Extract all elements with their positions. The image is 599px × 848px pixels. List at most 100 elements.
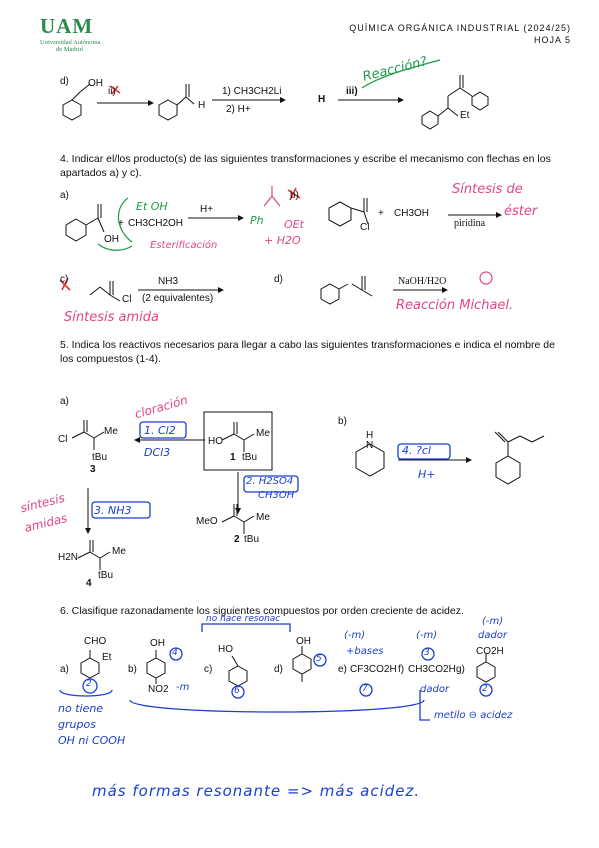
c4-me: Me (112, 546, 126, 557)
q4b-label: b) (290, 190, 299, 201)
compound-4-structure (77, 540, 111, 570)
q6b-rank: 4 (172, 648, 178, 658)
step-3: 3. NH3 (94, 504, 132, 517)
cyclohexanecarbonyl-chloride (328, 198, 369, 227)
c1-ho: HO (208, 436, 223, 447)
step-2b: CH3OH (258, 490, 295, 501)
q4b-note1: Síntesis de (452, 182, 523, 197)
piperidine-h: H (366, 430, 374, 441)
compound-3-structure (71, 420, 105, 450)
c1-tbu: tBu (242, 452, 258, 463)
q6d-top: OH (296, 636, 311, 647)
q4b-alcohol: CH3OH (394, 208, 430, 219)
c4-tbu: tBu (98, 570, 114, 581)
c3-tbu: tBu (92, 452, 108, 463)
reagent-2: 2) H+ (226, 104, 251, 115)
q4c-cl: Cl (122, 294, 132, 305)
q6c-top: HO (218, 644, 233, 655)
q6g-rank: 2 (482, 684, 488, 694)
q6b-label: b) (128, 664, 137, 675)
q6d-label: d) (274, 664, 283, 675)
reagent-1: 1) CH3CH2Li (222, 86, 282, 97)
page-header: QUÍMICA ORGÁNICA INDUSTRIAL (2024/25) HO… (349, 22, 571, 46)
compound-g-ring (476, 654, 496, 683)
q4a-water: + H2O (264, 234, 301, 247)
note-no-tiene-1: no tiene (58, 702, 104, 715)
step-1b: DCl3 (144, 446, 171, 459)
q4b-plus: + (378, 208, 384, 219)
q6b-side: NO2 (148, 684, 169, 695)
step-iii-label: iii) (346, 86, 358, 97)
q4a-catalyst: H+ (200, 204, 214, 215)
product-et: Et (460, 110, 470, 121)
q4a-product-oet: OEt (284, 218, 304, 231)
propanoyl-chloride (89, 281, 121, 302)
note-metilo: metilo ⊖ acidez (434, 710, 513, 721)
c2-tbu: tBu (244, 534, 260, 545)
c3-cl: Cl (58, 434, 68, 445)
oh-label: OH (88, 78, 103, 89)
q4a-label: a) (60, 190, 69, 201)
q6a-rank: 2 (86, 679, 92, 689)
logo-text: UAM (40, 14, 94, 38)
step-ii-label: ii) (108, 86, 116, 97)
c2-me: Me (256, 512, 270, 523)
conclusion-note: más formas resonante => más acidez. (92, 782, 421, 800)
compound-c-ring (228, 655, 248, 687)
note-no-tiene-3: OH ni COOH (58, 734, 126, 747)
q6g-label: g) (456, 664, 465, 675)
c1-me: Me (256, 428, 270, 439)
q4c-reagent1: NH3 (158, 276, 179, 287)
course-title: QUÍMICA ORGÁNICA INDUSTRIAL (2024/25) (349, 23, 571, 33)
step-2a: 2. H2SO4 (246, 476, 294, 487)
q5a-label: a) (60, 396, 69, 407)
q6b-top: OH (150, 638, 165, 649)
note-no-resonance: no hace resonac (206, 614, 281, 624)
q6f-label: f) (398, 664, 405, 675)
q6e-rank: 7 (362, 684, 368, 694)
q4b-note2: éster (504, 204, 538, 219)
compound-3-number: 3 (90, 464, 96, 475)
benzyl-ester-product (421, 75, 489, 130)
q6c-rank: 6 (234, 686, 240, 696)
q6a-top: CHO (84, 636, 107, 647)
q4a-alcohol: CH3CH2OH (128, 218, 184, 229)
q6e-formula: CF3CO2H (350, 664, 397, 675)
q4c-reagent2: (2 equivalentes) (142, 293, 214, 304)
note-dador2: dador (420, 684, 450, 695)
sheet-label: HOJA 5 (533, 35, 571, 45)
q6c-label: c) (204, 664, 213, 675)
compound-2-structure (221, 504, 255, 534)
step-4b: H+ (418, 468, 436, 481)
part-d-top-label: d) (60, 76, 69, 87)
question-4-text: 4. Indicar el/los producto(s) de las sig… (60, 153, 551, 179)
q6d-rank: 5 (316, 654, 322, 664)
benzaldehyde-structure (158, 84, 195, 121)
q4a-note: Esterificación (150, 240, 218, 251)
q4d-note: Reacción Michael. (396, 298, 514, 313)
q6a-label: a) (60, 664, 69, 675)
q4a-product-ph: Ph (250, 214, 264, 227)
q4d-reagent: NaOH/H2O (398, 276, 447, 287)
q4b-cl: Cl (360, 222, 370, 233)
note-no-tiene-2: grupos (58, 718, 96, 731)
university-line1: Universidad Autónoma (40, 39, 101, 46)
uam-logo: UAM Universidad Autónoma de Madrid (40, 14, 120, 53)
c2-meo: MeO (196, 516, 218, 527)
c3-me: Me (104, 426, 118, 437)
q6a-side: Et (102, 652, 112, 663)
benzyl-alcohol-structure (62, 83, 91, 121)
compound-1-structure (221, 422, 255, 452)
compound-1-number: 1 (230, 452, 236, 463)
aldehyde-h: H (198, 100, 206, 111)
step-1: 1. Cl2 (144, 424, 176, 437)
q4a-note-top: Et OH (136, 200, 168, 213)
compound-b-ring (146, 650, 166, 684)
q4a-oh: OH (104, 234, 119, 245)
q4d-label: d) (274, 274, 283, 285)
question-6-text: 6. Clasifique razonadamente los siguient… (60, 605, 464, 617)
note-nitro-m: -m (176, 682, 190, 693)
phenyl-acetate (320, 276, 373, 305)
note-mas-bases: +bases (346, 646, 384, 657)
